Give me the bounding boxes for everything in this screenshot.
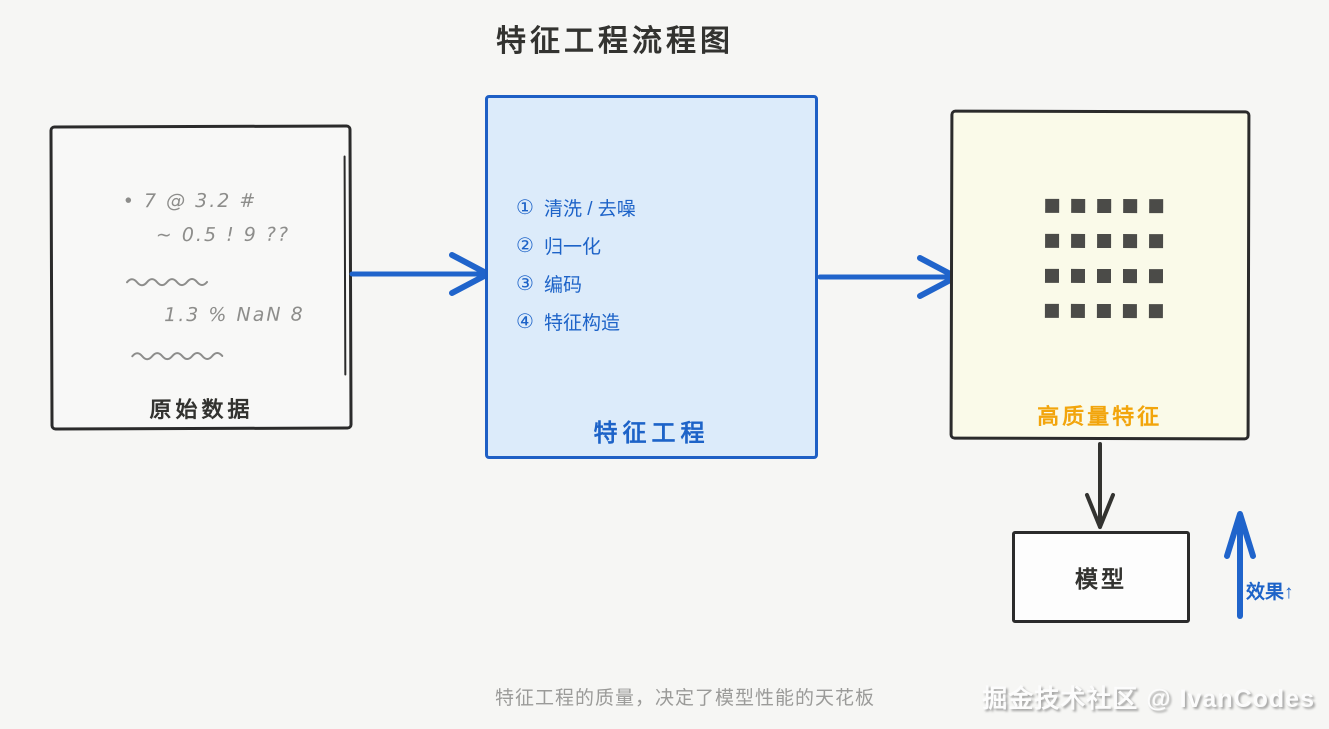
step-clean-denoise: ① 清洗 / 去噪 bbox=[516, 188, 636, 226]
feature-square bbox=[1070, 303, 1085, 318]
step-encode: ③ 编码 bbox=[516, 264, 636, 302]
feature-engineering-box: ① 清洗 / 去噪 ② 归一化 ③ 编码 ④ 特征构造 特征工程 bbox=[485, 95, 818, 459]
step-label: 归一化 bbox=[543, 236, 601, 258]
feature-square bbox=[1123, 234, 1138, 249]
feature-square bbox=[1045, 198, 1060, 213]
feature-square bbox=[1044, 303, 1059, 318]
feature-square bbox=[1044, 268, 1060, 283]
arrow-right-icon bbox=[349, 252, 491, 296]
effect-up-label: 效果↑ bbox=[1246, 582, 1294, 603]
arrow-down-icon bbox=[1085, 442, 1115, 529]
hand-drawn-overdraw-line bbox=[343, 155, 347, 376]
step-label: 清洗 / 去噪 bbox=[543, 198, 636, 220]
squiggle-line-icon bbox=[126, 278, 209, 287]
feature-square bbox=[1071, 233, 1086, 248]
circled-number-icon: ① bbox=[516, 196, 534, 219]
step-label: 编码 bbox=[543, 274, 582, 296]
circled-number-icon: ④ bbox=[516, 310, 534, 333]
feature-square bbox=[1149, 234, 1164, 249]
raw-data-scribble-2: ~ 0.5 ! 9 ?? bbox=[155, 223, 291, 247]
arrow-up-icon bbox=[1224, 511, 1256, 619]
feature-engineering-steps: ① 清洗 / 去噪 ② 归一化 ③ 编码 ④ 特征构造 bbox=[516, 188, 636, 340]
model-box: 模型 bbox=[1012, 531, 1190, 623]
watermark: 掘金技术社区 @ IvanCodes bbox=[982, 685, 1315, 713]
feature-grid bbox=[1044, 198, 1164, 319]
feature-square bbox=[1122, 304, 1137, 319]
caption: 特征工程的质量，决定了模型性能的天花板 bbox=[494, 688, 875, 709]
feature-engineering-box-label: 特征工程 bbox=[593, 420, 710, 447]
model-box-label: 模型 bbox=[1075, 566, 1127, 592]
high-quality-features-label: 高质量特征 bbox=[1037, 403, 1163, 430]
feature-square bbox=[1149, 199, 1164, 214]
step-feature-construct: ④ 特征构造 bbox=[516, 302, 636, 340]
feature-square bbox=[1096, 268, 1112, 284]
raw-data-scribble-1: • 7 @ 3.2 # bbox=[122, 189, 258, 213]
raw-data-box: • 7 @ 3.2 # ~ 0.5 ! 9 ?? 1.3 % NaN 8 原始数… bbox=[49, 124, 353, 431]
page-title: 特征工程流程图 bbox=[496, 25, 734, 58]
step-label: 特征构造 bbox=[543, 312, 620, 334]
feature-square bbox=[1045, 233, 1060, 248]
feature-square bbox=[1071, 198, 1086, 213]
raw-data-box-label: 原始数据 bbox=[149, 396, 254, 423]
raw-data-scribble-3: 1.3 % NaN 8 bbox=[164, 303, 305, 327]
feature-square bbox=[1096, 303, 1111, 319]
feature-square bbox=[1097, 233, 1112, 249]
high-quality-features-box: 高质量特征 bbox=[949, 109, 1251, 441]
squiggle-line-icon bbox=[131, 351, 224, 361]
feature-square bbox=[1148, 269, 1164, 284]
step-normalize: ② 归一化 bbox=[516, 226, 636, 264]
circled-number-icon: ② bbox=[516, 234, 534, 257]
feature-square bbox=[1123, 199, 1138, 214]
circled-number-icon: ③ bbox=[516, 272, 534, 295]
feature-square bbox=[1122, 269, 1138, 284]
feature-square bbox=[1097, 198, 1112, 214]
arrow-right-icon bbox=[817, 255, 959, 299]
feature-square bbox=[1070, 268, 1086, 283]
feature-square bbox=[1148, 304, 1163, 319]
